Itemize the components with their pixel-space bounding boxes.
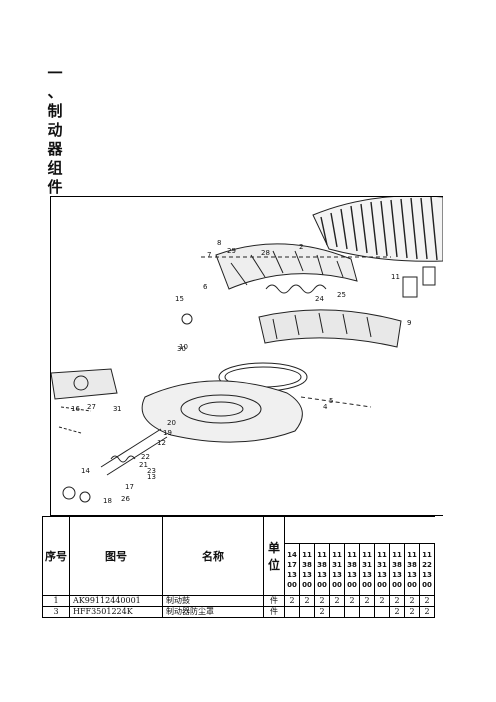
callout-label: 18 (103, 497, 112, 505)
title-char: 组 (47, 159, 63, 177)
brake-shoe-lower (258, 309, 402, 348)
callout-label: 14 (81, 467, 90, 475)
callout-label: 16 (71, 405, 80, 413)
header-model-group (284, 516, 435, 544)
cell-part-no: AK99112440001 (69, 595, 163, 607)
callout-label: 9 (407, 319, 411, 327)
wheel-cylinder (51, 368, 118, 400)
callout-label: 17 (125, 483, 134, 491)
callout-label: 21 (139, 461, 148, 469)
title-char: 件 (47, 178, 63, 196)
cell-qty: 2 (299, 595, 315, 607)
callout-label: 2 (299, 243, 303, 251)
backing-plate (141, 380, 303, 443)
callout-label: 24 (315, 295, 324, 303)
cell-qty: 2 (284, 595, 300, 607)
cell-qty: 2 (389, 595, 405, 607)
callout-label: 8 (217, 239, 221, 247)
diagram-drawing: 1 2 3 4 5 6 7 8 9 10 11 12 13 14 15 16 1… (51, 197, 443, 505)
callout-label: 1 (117, 405, 121, 413)
title-char: 动 (47, 121, 63, 139)
section-title: 一 、 制 动 器 组 件 (46, 64, 64, 197)
cell-qty (284, 606, 300, 618)
cell-unit: 件 (263, 606, 285, 618)
callout-label: 12 (157, 439, 166, 447)
brake-drum-shape (312, 197, 443, 262)
cell-qty: 2 (404, 595, 420, 607)
cell-name: 制动鼓 (162, 595, 264, 607)
callout-label: 15 (175, 295, 184, 303)
table-header-row: 序号 图号 名称 单位 (42, 516, 435, 596)
callout-label: 3 (113, 405, 117, 413)
header-seq: 序号 (42, 516, 70, 596)
cell-seq: 3 (42, 606, 70, 618)
callout-label: 26 (121, 495, 130, 503)
cell-qty: 2 (359, 595, 375, 607)
callout-label: 22 (141, 453, 150, 461)
callout-label: 7 (207, 251, 211, 259)
title-char: 制 (47, 102, 63, 120)
callout-label: 4 (323, 403, 328, 411)
callout-label: 29 (227, 247, 236, 255)
header-part-no: 图号 (69, 516, 163, 596)
header-name: 名称 (162, 516, 264, 596)
cell-seq: 1 (42, 595, 70, 607)
cell-qty: 2 (329, 595, 345, 607)
callout-label: 13 (147, 473, 156, 481)
return-spring (265, 284, 327, 294)
table-row: 1 AK99112440001 制动鼓 件 2 2 2 2 2 2 2 2 2 … (42, 595, 435, 607)
cell-name: 制动器防尘罩 (162, 606, 264, 618)
cell-qty: 2 (374, 595, 390, 607)
callout-label: 23 (147, 467, 156, 475)
adjusting-shaft (100, 428, 168, 476)
cell-qty: 2 (389, 606, 405, 618)
callout-label: 28 (261, 249, 270, 257)
callout-label: 27 (87, 403, 96, 411)
cell-qty: 2 (344, 595, 360, 607)
cell-unit: 件 (263, 595, 285, 607)
cell-qty: 2 (419, 595, 435, 607)
brake-exploded-diagram: 1 2 3 4 5 6 7 8 9 10 11 12 13 14 15 16 1… (50, 196, 443, 516)
title-char: 器 (47, 140, 63, 158)
cell-qty (329, 606, 345, 618)
cell-part-no: HFF3501224K (69, 606, 163, 618)
callout-label: 25 (337, 291, 346, 299)
table-row: 3 HFF3501224K 制动器防尘罩 件 2 2 2 2 (42, 606, 435, 618)
cell-qty: 2 (419, 606, 435, 618)
callout-label: 5 (329, 397, 333, 405)
cell-qty (344, 606, 360, 618)
callout-label: 10 (179, 343, 188, 351)
cell-qty: 2 (314, 595, 330, 607)
callout-label: 20 (167, 419, 176, 427)
cell-qty: 2 (404, 606, 420, 618)
header-unit: 单位 (263, 516, 285, 596)
cell-qty: 2 (314, 606, 330, 618)
title-char: 、 (47, 83, 63, 101)
cell-qty (299, 606, 315, 618)
cell-qty (374, 606, 390, 618)
callout-label: 11 (391, 273, 400, 281)
cell-qty (359, 606, 375, 618)
callout-label: 6 (203, 283, 208, 291)
title-char: 一 (47, 64, 63, 82)
callout-label: 19 (163, 429, 172, 437)
callout-label: 30 (177, 345, 186, 353)
